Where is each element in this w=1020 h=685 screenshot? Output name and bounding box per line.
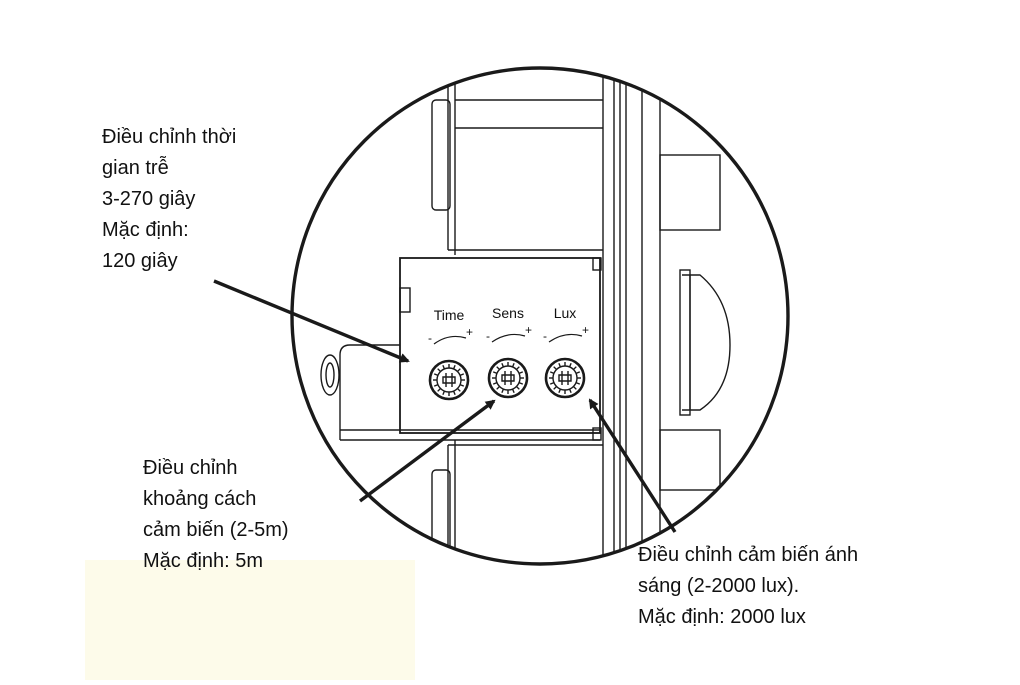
arrow-to-sens-knob — [358, 399, 496, 503]
sens-note-line: Mặc định: 5m — [143, 550, 264, 572]
lux-adjust-arc — [548, 333, 583, 343]
knobs — [428, 357, 586, 401]
faint-glow — [85, 560, 415, 680]
time-note-line: gian trễ — [102, 157, 169, 179]
sens-note-line: Điều chỉnh — [143, 457, 238, 479]
time-plus: + — [466, 325, 473, 339]
time-minus: - — [428, 331, 432, 345]
sens-note-line: cảm biến (2-5m) — [143, 519, 289, 541]
time-note-line: 3-270 giây — [102, 188, 196, 210]
sens-note-line: khoảng cách — [143, 488, 257, 510]
knob-label-lux: Lux — [554, 305, 577, 321]
lux-minus: - — [543, 329, 547, 343]
time-note-line: Điều chỉnh thời — [102, 126, 237, 148]
knob-label-sens: Sens — [492, 305, 524, 321]
lux-knob — [544, 357, 586, 399]
time-note: Điều chỉnh thời gian trễ 3-270 giây Mặc … — [102, 122, 236, 277]
time-knob — [428, 359, 470, 401]
sens-plus: + — [525, 323, 532, 337]
lux-note-line: Điều chỉnh cảm biến ánh — [638, 544, 859, 566]
sens-adjust-arc — [491, 333, 526, 343]
magnifier-circle — [290, 66, 790, 566]
lux-note: Điều chỉnh cảm biến ánh sáng (2-2000 lux… — [638, 540, 858, 633]
lux-note-line: Mặc định: 2000 lux — [638, 606, 806, 628]
time-note-line: Mặc định: — [102, 219, 189, 241]
sens-minus: - — [486, 329, 490, 343]
knob-label-time: Time — [434, 307, 465, 323]
lux-plus: + — [582, 323, 589, 337]
sens-note: Điều chỉnh khoảng cách cảm biến (2-5m) M… — [143, 453, 289, 577]
lux-note-line: sáng (2-2000 lux). — [638, 575, 800, 597]
sens-knob — [487, 357, 529, 399]
device-drawing — [320, 68, 731, 564]
arrow-to-lux-knob — [588, 398, 677, 533]
time-adjust-arc — [433, 335, 467, 345]
time-note-line: 120 giây — [102, 250, 178, 272]
arrow-to-time-knob — [213, 279, 410, 363]
